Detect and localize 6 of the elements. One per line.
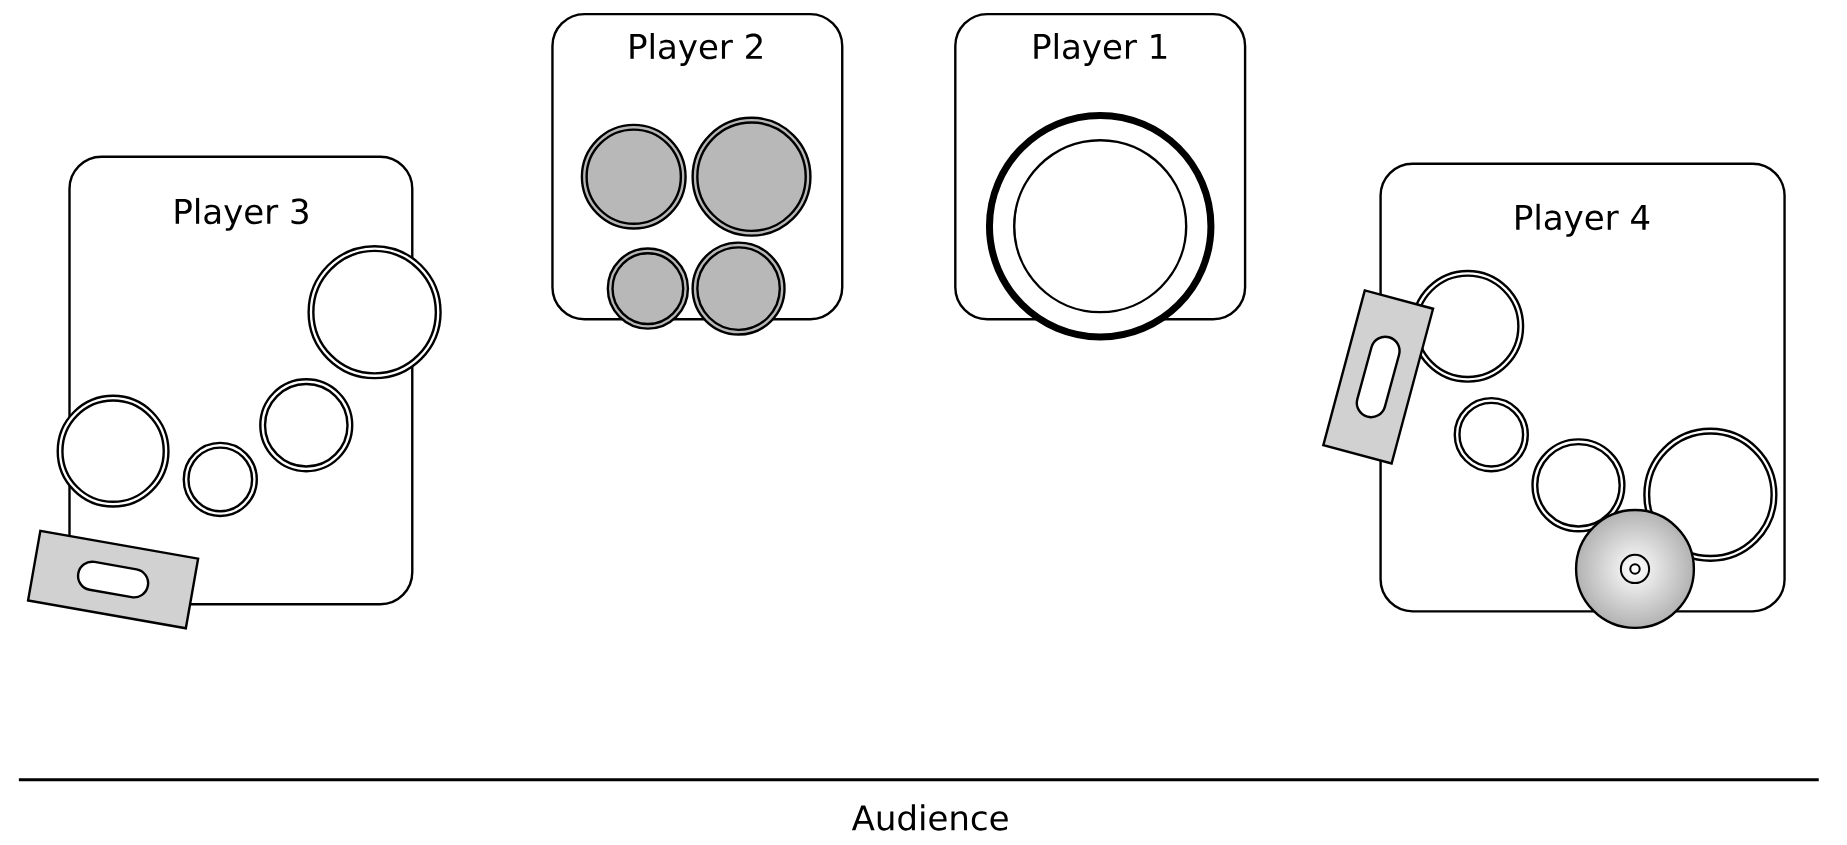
audience-label: Audience [851, 804, 1008, 831]
player-label: Player 4 [1516, 204, 1650, 237]
player-area [551, 13, 844, 321]
player-label: Player 3 [175, 198, 308, 232]
player-label: Player 1 [1034, 33, 1167, 67]
player-label: Player 2 [630, 33, 762, 67]
